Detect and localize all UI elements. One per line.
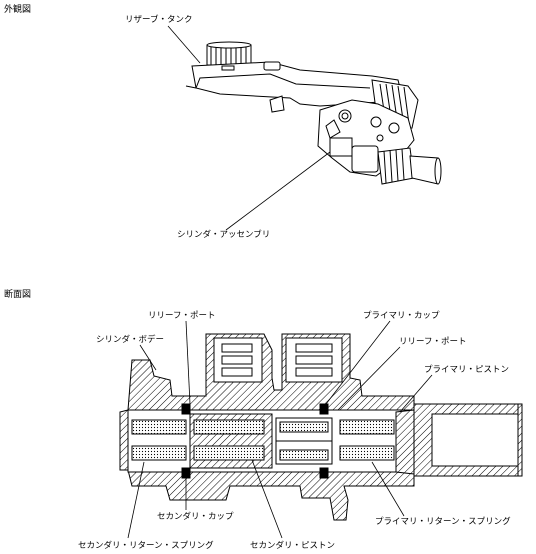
secondary-return-spring-leader [127,461,145,539]
secondary-cup-label: セカンダリ・カップ [157,512,234,522]
cross-section [119,333,523,521]
primary-return-spring-leader [371,461,405,517]
reservoir-tank-label: リザーブ・タンク [125,15,193,25]
primary-piston-leader [399,374,433,413]
reservoir-cap [206,41,252,66]
secondary-piston-label: セカンダリ・ピストン [250,541,336,551]
cylinder-assembly-leader [225,151,331,231]
relief-port-left-leader [185,320,191,405]
cylinder-body-label: シリンダ・ボデー [96,335,165,345]
section-leaders [127,320,433,539]
cylinder-assembly-label: シリンダ・アッセンブリ [177,230,271,240]
primary-return-spring-label: プライマリ・リターン・スプリング [375,517,511,527]
relief-port-right-leader [337,346,401,411]
primary-cup-leader [325,320,391,405]
secondary-return-spring-label: セカンダリ・リターン・スプリング [78,541,214,551]
exterior-view-title: 外観図 [4,5,32,15]
relief-port-right-label: リリーフ・ポート [399,337,467,347]
primary-piston-label: プライマリ・ピストン [424,365,510,375]
relief-port-left-label: リリーフ・ポート [148,311,216,321]
cross-section-view-title: 断面図 [4,290,32,300]
exterior-assembly [185,41,442,185]
cylinder-body-leader [139,344,157,371]
reservoir-tank-leader [167,25,201,64]
primary-cup-label: プライマリ・カップ [363,311,440,321]
secondary-piston-leader [251,459,283,539]
